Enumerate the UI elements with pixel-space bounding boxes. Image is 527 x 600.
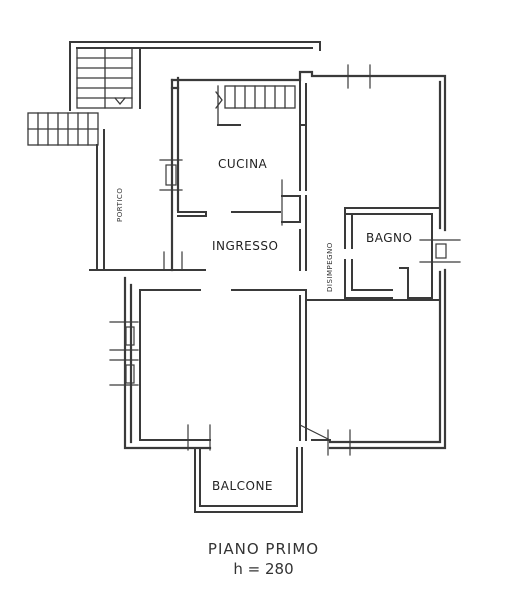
- interior-walls: [139, 79, 441, 441]
- house-outline: [123, 70, 447, 450]
- floor-title: PIANO PRIMO: [207, 540, 320, 558]
- label-ingresso: INGRESSO: [212, 239, 278, 253]
- label-balcone: BALCONE: [212, 479, 273, 493]
- label-disimpegno: DISIMPEGNO: [326, 242, 334, 292]
- floor-height: h = 280: [233, 560, 294, 578]
- openings: [109, 64, 461, 456]
- balcone-outline: [194, 447, 303, 513]
- stair-top: [215, 85, 296, 126]
- label-bagno: BAGNO: [366, 231, 412, 245]
- label-cucina: CUCINA: [218, 157, 268, 171]
- stair-left: [27, 47, 133, 146]
- label-portico: PORTICO: [116, 188, 124, 222]
- portico-walls: [69, 41, 321, 271]
